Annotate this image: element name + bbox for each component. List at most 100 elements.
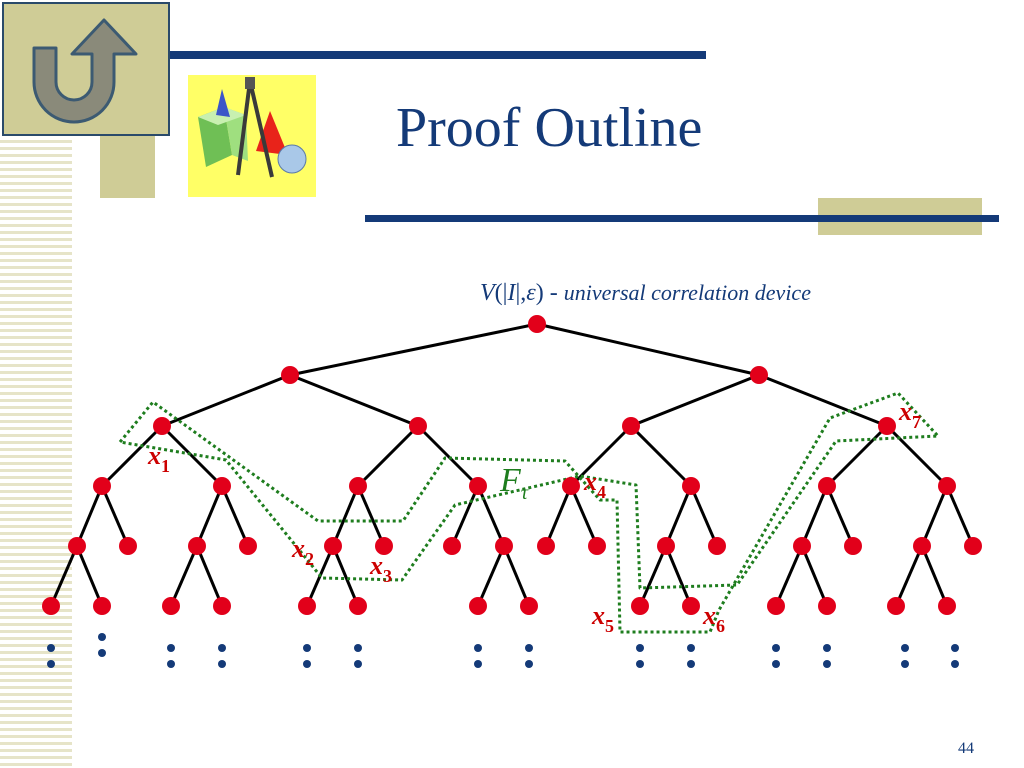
tree-edge-13 xyxy=(825,424,889,488)
tree-edge-37 xyxy=(476,545,506,607)
tree-node-d7 xyxy=(818,477,836,495)
tree-node-d1 xyxy=(93,477,111,495)
continuation-dot-12-2 xyxy=(823,660,831,668)
variable-label-x2: x2 xyxy=(291,534,314,569)
tree-node-d6 xyxy=(682,477,700,495)
variable-letter: x xyxy=(583,467,597,496)
caption-description: universal correlation device xyxy=(564,280,811,305)
family-label-sub: τ xyxy=(521,482,529,504)
continuation-dot-8-1 xyxy=(525,644,533,652)
tree-node-f9 xyxy=(631,597,649,615)
tree-edge-22 xyxy=(476,485,506,547)
continuation-dot-5-1 xyxy=(303,644,311,652)
tree-node-f5 xyxy=(298,597,316,615)
tree-edge-30 xyxy=(945,485,975,547)
tree-node-e9 xyxy=(537,537,555,555)
continuation-dot-9-2 xyxy=(636,660,644,668)
variable-letter: x xyxy=(291,534,305,563)
variable-subscript: 3 xyxy=(383,566,392,586)
tree-edge-14 xyxy=(885,424,949,488)
tree-node-e10 xyxy=(588,537,606,555)
tree-edge-17 xyxy=(195,485,224,547)
tree-edge-12 xyxy=(629,424,693,488)
tree-edge-36 xyxy=(331,545,360,607)
tree-edge-40 xyxy=(664,545,693,607)
tree-node-e3 xyxy=(188,537,206,555)
header-rule-bottom xyxy=(365,215,999,222)
tree-edge-18 xyxy=(220,485,250,547)
tree-edge-34 xyxy=(195,545,224,607)
tree-node-a xyxy=(281,366,299,384)
variable-letter: x xyxy=(147,441,161,470)
highlight-paths xyxy=(118,391,940,634)
tree-edge-7 xyxy=(100,424,164,488)
tree-edge-10 xyxy=(416,424,480,488)
continuation-dot-10-2 xyxy=(687,660,695,668)
geometry-tools-icon xyxy=(198,77,307,178)
tree-node-c4 xyxy=(878,417,896,435)
continuation-dot-7-1 xyxy=(474,644,482,652)
tree-node-f7 xyxy=(469,597,487,615)
tree-edge-3 xyxy=(161,373,291,428)
tree-edge-26 xyxy=(689,485,719,547)
tree-edge-25 xyxy=(664,485,693,547)
tree-edge-24 xyxy=(569,485,599,547)
tree-edge-41 xyxy=(774,545,804,607)
tree-edge-19 xyxy=(331,485,360,547)
continuation-dot-13-1 xyxy=(901,644,909,652)
tree-edge-29 xyxy=(920,485,949,547)
tree-edge-5 xyxy=(630,373,760,428)
tree-edge-20 xyxy=(356,485,386,547)
continuation-dot-10-1 xyxy=(687,644,695,652)
tree-node-e4 xyxy=(239,537,257,555)
continuation-dot-11-2 xyxy=(772,660,780,668)
continuation-dot-2-2 xyxy=(98,649,106,657)
tree-node-c3 xyxy=(622,417,640,435)
tree-node-e2 xyxy=(119,537,137,555)
slide-number: 44 xyxy=(958,740,974,757)
variable-subscript: 2 xyxy=(305,549,314,569)
tree-node-e13 xyxy=(793,537,811,555)
variable-label-x4: x4 xyxy=(583,467,606,502)
variable-subscript: 5 xyxy=(605,616,614,636)
tree-node-e8 xyxy=(495,537,513,555)
tree-node-e16 xyxy=(964,537,982,555)
continuation-dot-8-2 xyxy=(525,660,533,668)
tree-node-f4 xyxy=(213,597,231,615)
slide-title: Proof Outline xyxy=(396,97,703,159)
tree-edge-38 xyxy=(502,545,531,607)
continuation-dot-6-1 xyxy=(354,644,362,652)
variable-label-x6: x6 xyxy=(702,601,725,636)
continuation-dot-5-2 xyxy=(303,660,311,668)
tree-edge-42 xyxy=(800,545,829,607)
tree-node-e1 xyxy=(68,537,86,555)
tree-node-f6 xyxy=(349,597,367,615)
continuation-dot-3-1 xyxy=(167,644,175,652)
tree-node-e15 xyxy=(913,537,931,555)
variable-subscript: 1 xyxy=(161,456,170,476)
tree-edge-43 xyxy=(894,545,924,607)
tree-node-e14 xyxy=(844,537,862,555)
tree-node-f2 xyxy=(93,597,111,615)
tree-edge-31 xyxy=(49,545,79,607)
tree-edge-11 xyxy=(569,424,633,488)
highlight-path-1 xyxy=(118,391,940,634)
variable-label-x7: x7 xyxy=(898,397,921,432)
tree-edge-33 xyxy=(169,545,199,607)
tree-edge-44 xyxy=(920,545,949,607)
continuation-dot-12-1 xyxy=(823,644,831,652)
tree-node-e5 xyxy=(324,537,342,555)
tree-node-e6 xyxy=(375,537,393,555)
decorative-stripes xyxy=(0,140,72,768)
variable-letter: x xyxy=(369,551,383,580)
tree-node-f10 xyxy=(682,597,700,615)
home-button[interactable] xyxy=(2,2,170,136)
tree-node-d8 xyxy=(938,477,956,495)
tree-edge-4 xyxy=(289,373,419,428)
continuation-dot-4-2 xyxy=(218,660,226,668)
variable-label-x5: x5 xyxy=(591,601,614,636)
tree-node-f1 xyxy=(42,597,60,615)
variable-letter: x xyxy=(702,601,716,630)
